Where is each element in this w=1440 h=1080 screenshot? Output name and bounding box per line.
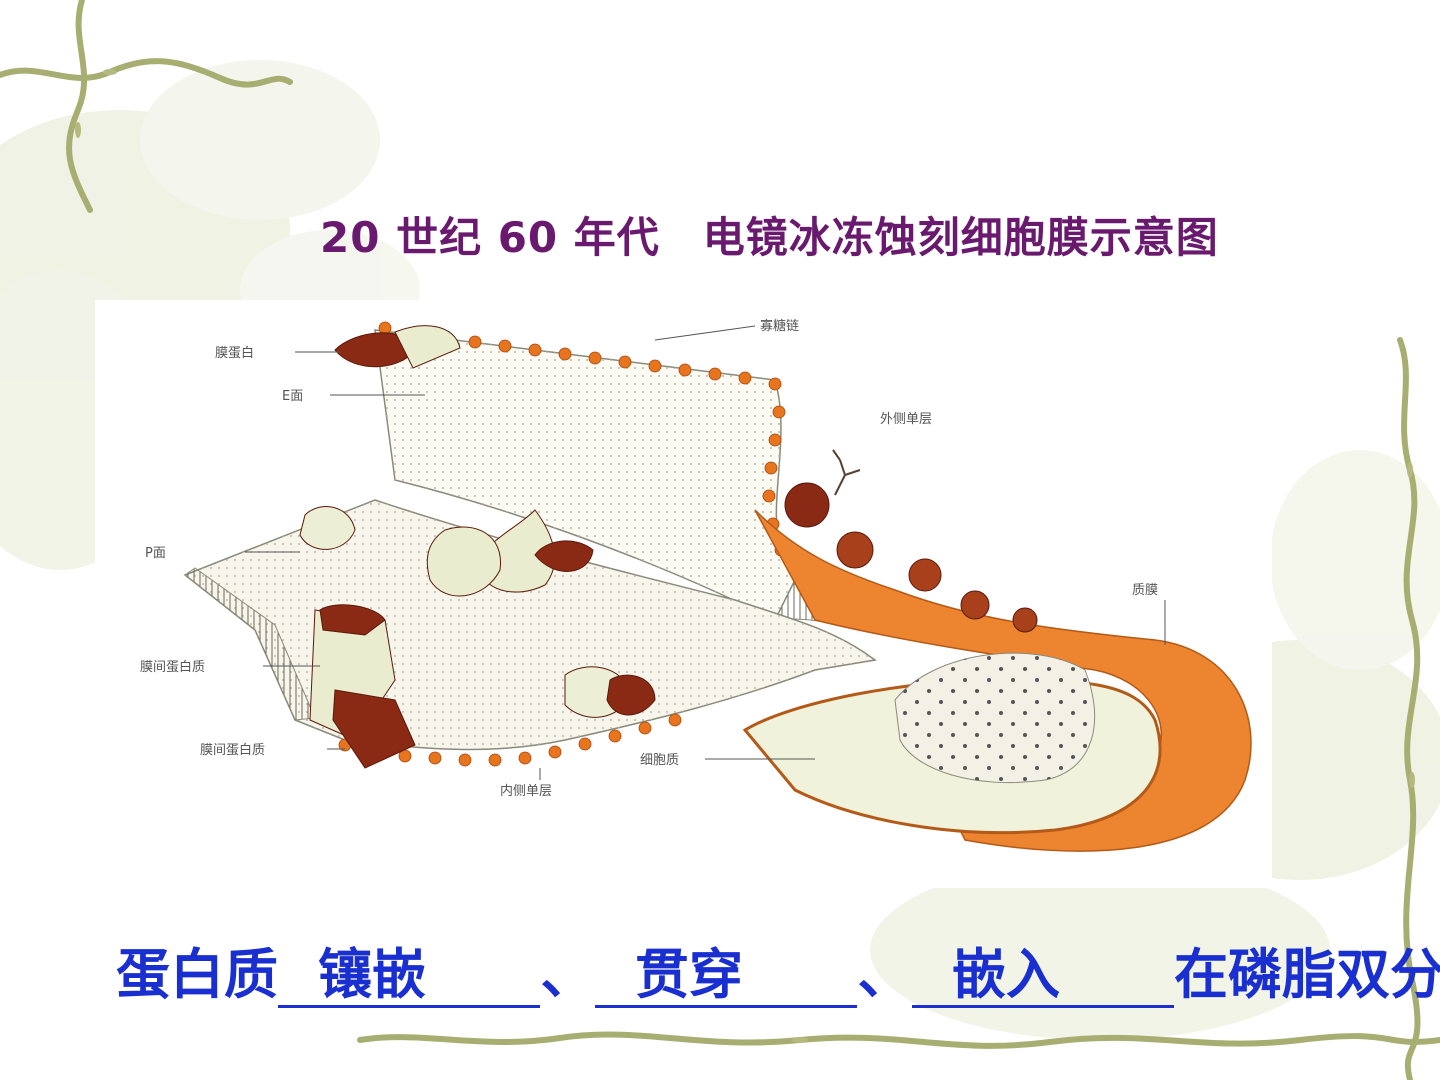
label-sugar-chain: 寡糖链 bbox=[760, 318, 799, 334]
caption-suffix: 在磷脂双分 bbox=[1174, 943, 1440, 1006]
label-intramembrane-protein-2: 膜间蛋白质 bbox=[200, 742, 265, 758]
label-intramembrane-protein-1: 膜间蛋白质 bbox=[140, 659, 205, 675]
cell-membrane-diagram: 膜蛋白 E面 寡糖链 外侧单层 P面 膜间蛋白质 膜间蛋白质 内侧单层 细胞质 … bbox=[95, 300, 1272, 888]
membrane-proteins bbox=[299, 325, 1038, 769]
caption-blank-1: 镶嵌 bbox=[278, 945, 540, 1008]
label-inner-leaflet: 内侧单层 bbox=[500, 783, 552, 799]
label-cell-membrane: 质膜 bbox=[1132, 583, 1158, 598]
fill-in-caption: 蛋白质镶嵌、贯穿、嵌入在磷脂双分 bbox=[116, 940, 1440, 1010]
label-outer-leaflet: 外侧单层 bbox=[880, 412, 932, 427]
inner-lipid-heads bbox=[338, 713, 682, 767]
caption-separator-1: 、 bbox=[540, 943, 595, 1006]
label-e-face: E面 bbox=[282, 389, 303, 404]
label-p-face: P面 bbox=[145, 546, 166, 561]
caption-separator-2: 、 bbox=[857, 943, 912, 1006]
caption-blank-2: 贯穿 bbox=[595, 945, 857, 1008]
caption-prefix: 蛋白质 bbox=[116, 943, 278, 1006]
label-membrane-protein: 膜蛋白 bbox=[215, 345, 254, 361]
caption-blank-3: 嵌入 bbox=[912, 945, 1174, 1008]
slide-title: 20 世纪 60 年代 电镜冰冻蚀刻细胞膜示意图 bbox=[320, 213, 1219, 262]
label-cytoplasm: 细胞质 bbox=[640, 753, 679, 768]
